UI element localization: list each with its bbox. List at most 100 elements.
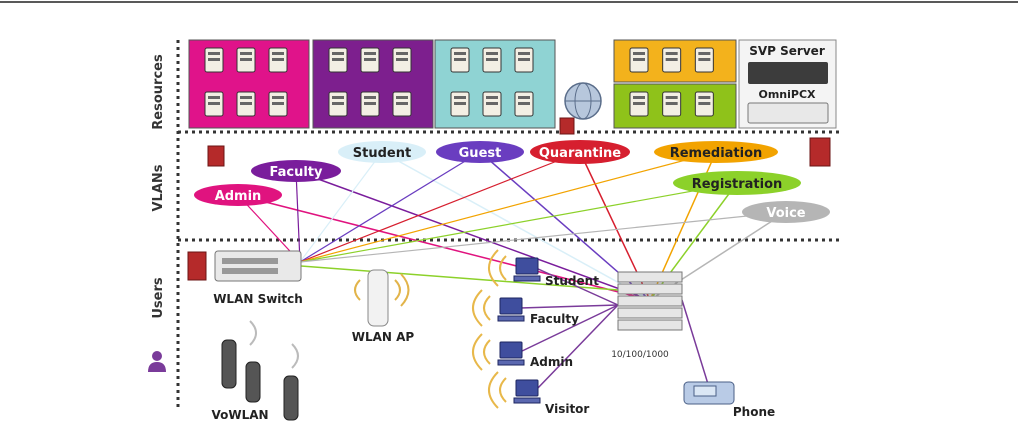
server-icon [392, 91, 412, 117]
firewall-icon [187, 251, 207, 281]
section-label-vlans: VLANs [151, 164, 166, 211]
remediation-resources [613, 39, 737, 83]
server-icon [328, 91, 348, 117]
server-icon [204, 47, 224, 73]
server-icon [629, 47, 649, 73]
vlan-link [299, 151, 481, 263]
client-link [519, 304, 619, 309]
wlan-switch-label: WLAN Switch [213, 292, 303, 306]
vlan-label: Student [353, 146, 411, 161]
vlan-link [299, 182, 738, 263]
vlan-quarantine: Quarantine [530, 140, 630, 164]
vowlan-label: VoWLAN [211, 408, 268, 422]
server-icon [514, 47, 534, 73]
admin-resources [188, 39, 310, 129]
vlan-voice: Voice [742, 201, 830, 223]
server-icon [662, 91, 682, 117]
client-label: Faculty [530, 312, 579, 326]
vlan-link [299, 151, 717, 263]
vlan-label: Guest [459, 146, 502, 161]
vlan-guest: Guest [436, 141, 524, 163]
student-resources [434, 39, 556, 129]
server-icon [482, 91, 502, 117]
server-icon [662, 47, 682, 73]
client-link [535, 304, 619, 391]
vowlan-handsets [221, 320, 299, 421]
client-label: Admin [530, 355, 573, 369]
speed-label: 10/100/1000 [611, 350, 669, 360]
vlan-link [299, 151, 383, 263]
vlan-link [299, 151, 581, 263]
faculty-resources [312, 39, 434, 129]
server-icon [694, 47, 714, 73]
client-label: Student [545, 274, 599, 288]
wlan-ap-label: WLAN AP [352, 330, 415, 344]
svp-server-label: SVP Server [749, 44, 825, 58]
firewall-icon [809, 137, 831, 167]
vlan-admin: Admin [194, 184, 282, 206]
vlan-label: Remediation [670, 146, 763, 161]
client-student: Student [488, 249, 599, 288]
svp-server-device [748, 62, 828, 84]
server-icon [236, 47, 256, 73]
phone-link [681, 299, 709, 385]
vlan-label: Admin [215, 189, 262, 204]
server-icon [236, 91, 256, 117]
client-link [535, 267, 619, 306]
client-link [519, 304, 619, 353]
vlan-label: Quarantine [539, 146, 621, 161]
client-visitor: Visitor [488, 371, 589, 416]
omnipcx-device [747, 102, 829, 124]
firewall-icon [207, 145, 225, 167]
section-label-resources: Resources [151, 54, 166, 130]
section-label-users: Users [151, 277, 166, 319]
server-icon [450, 47, 470, 73]
server-icon [694, 91, 714, 117]
wlan-ap-device [354, 269, 410, 327]
core-switch-stack [617, 271, 683, 331]
internet-globe-icon [564, 82, 602, 120]
vlan-faculty: Faculty [251, 160, 341, 182]
server-icon [360, 91, 380, 117]
resources-area [188, 39, 737, 129]
vlan-link [299, 211, 787, 263]
server-icon [392, 47, 412, 73]
vlan-label: Faculty [270, 165, 324, 180]
server-icon [482, 47, 502, 73]
registration-resources [613, 83, 737, 129]
server-icon [360, 47, 380, 73]
omnipcx-label: OmniPCX [758, 88, 816, 101]
user-person-icon [148, 351, 166, 372]
firewall-icon [559, 117, 575, 135]
phone-device [683, 381, 735, 405]
server-icon [514, 91, 534, 117]
client-admin: Admin [472, 333, 573, 371]
client-faculty: Faculty [472, 289, 579, 327]
switch-link [300, 265, 619, 291]
server-icon [204, 91, 224, 117]
vlan-label: Registration [692, 177, 783, 192]
vlan-link [295, 170, 301, 263]
vlan-student: Student [338, 141, 426, 163]
computer-icon [515, 379, 539, 397]
server-icon [268, 91, 288, 117]
server-icon [450, 91, 470, 117]
vlan-layer: Admin Faculty Student Guest Quarantine Remedi… [194, 140, 830, 223]
computer-icon [499, 297, 523, 315]
computer-icon [499, 341, 523, 359]
client-label: Visitor [545, 402, 589, 416]
server-icon [328, 47, 348, 73]
phone-label: Phone [733, 405, 775, 419]
vlan-label: Voice [766, 206, 805, 221]
vlan-link [295, 170, 651, 301]
server-icon [629, 91, 649, 117]
vlan-registration: Registration [673, 171, 801, 195]
svp-server-box: SVP Server OmniPCX [738, 39, 837, 129]
vlan-remediation: Remediation [654, 141, 778, 163]
vlan-link [381, 151, 651, 301]
wlan-switch-device [214, 250, 302, 282]
server-icon [268, 47, 288, 73]
computer-icon [515, 257, 539, 275]
